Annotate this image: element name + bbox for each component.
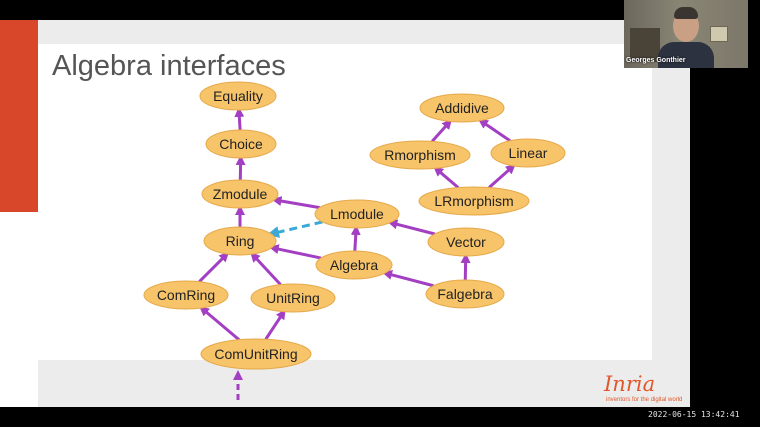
webcam-picture-frame	[710, 26, 728, 42]
edge-algebra-to-ring	[268, 244, 322, 260]
node-ring-label: Ring	[226, 233, 255, 249]
node-rmorphism-label: Rmorphism	[384, 147, 456, 163]
inria-wordmark: Inria	[604, 372, 656, 396]
webcam-person-body	[658, 42, 714, 68]
node-vector-shape	[427, 227, 505, 257]
webcam-bookshelf	[630, 28, 660, 62]
node-addidive: Addidive	[419, 93, 505, 123]
webcam-video-tile[interactable]: Georges Gonthier	[624, 0, 748, 68]
node-equality: Equality	[199, 81, 277, 111]
node-zmodule: Zmodule	[201, 179, 279, 209]
node-equality-shape	[199, 81, 277, 111]
node-choice: Choice	[205, 129, 277, 159]
node-algebra: Algebra	[315, 250, 393, 280]
node-comunitring-label: ComUnitRing	[214, 346, 297, 362]
node-lrmorphism: LRmorphism	[418, 186, 530, 216]
node-unitring: UnitRing	[250, 283, 336, 313]
node-comunitring: ComUnitRing	[200, 338, 312, 370]
node-comring: ComRing	[143, 280, 229, 310]
edge-comunitring-to-unitring	[264, 309, 286, 341]
participant-name-label: Georges Gonthier	[626, 57, 686, 64]
edge-choice-to-equality	[234, 107, 245, 131]
node-zmodule-shape	[201, 179, 279, 209]
node-algebra-label: Algebra	[330, 257, 378, 273]
edge-rmorphism-to-addidive	[431, 119, 453, 143]
node-lrmorphism-label: LRmorphism	[434, 193, 513, 209]
node-unitring-shape	[250, 283, 336, 313]
node-lmodule: Lmodule	[314, 199, 400, 229]
node-linear-label: Linear	[509, 145, 548, 161]
node-addidive-shape	[419, 93, 505, 123]
node-lrmorphism-shape	[418, 186, 530, 216]
slide-footer-band	[38, 360, 690, 407]
node-comring-label: ComRing	[157, 287, 215, 303]
node-linear: Linear	[490, 138, 566, 168]
node-zmodule-label: Zmodule	[213, 186, 268, 202]
edge-falgebra-to-algebra	[382, 270, 434, 288]
edge-comunitring-to-comring	[199, 306, 241, 341]
node-falgebra-label: Falgebra	[437, 286, 492, 302]
edge-vector-to-lmodule	[387, 219, 436, 236]
edge-lrmorphism-to-rmorphism	[433, 166, 460, 189]
slide-accent-red	[0, 20, 38, 212]
edge-unitring-to-ring	[250, 251, 282, 286]
node-vector: Vector	[427, 227, 505, 257]
edge-lmodule-to-zmodule	[271, 196, 320, 210]
edge-lmodule-to-ring-dashed	[267, 220, 323, 238]
edge-algebra-to-lmodule	[350, 225, 361, 252]
node-equality-label: Equality	[213, 88, 263, 104]
node-rmorphism: Rmorphism	[369, 140, 471, 170]
node-comring-shape	[143, 280, 229, 310]
node-ring-shape	[203, 226, 277, 256]
inria-tagline: inventors for the digital world	[606, 397, 683, 403]
node-vector-label: Vector	[446, 234, 486, 250]
recording-timestamp: 2022-06-15 13:42:41	[648, 410, 740, 419]
node-addidive-label: Addidive	[435, 100, 489, 116]
node-lmodule-label: Lmodule	[330, 206, 384, 222]
node-rmorphism-shape	[369, 140, 471, 170]
node-linear-shape	[490, 138, 566, 168]
node-lmodule-shape	[314, 199, 400, 229]
slide-accent-top	[38, 20, 690, 44]
node-choice-shape	[205, 129, 277, 159]
node-falgebra: Falgebra	[425, 279, 505, 309]
node-algebra-shape	[315, 250, 393, 280]
webcam-person-hair	[674, 7, 698, 19]
slide-accent-right	[652, 44, 690, 362]
node-unitring-label: UnitRing	[266, 290, 320, 306]
node-choice-label: Choice	[219, 136, 263, 152]
edge-comring-to-ring	[198, 251, 230, 283]
node-falgebra-shape	[425, 279, 505, 309]
slide-title: Algebra interfaces	[52, 50, 286, 82]
edge-linear-to-addidive	[477, 118, 511, 142]
edge-lrmorphism-to-linear	[488, 163, 516, 189]
inria-logo: Inria inventors for the digital world	[604, 372, 684, 412]
node-comunitring-shape	[200, 338, 312, 370]
node-ring: Ring	[203, 226, 277, 256]
